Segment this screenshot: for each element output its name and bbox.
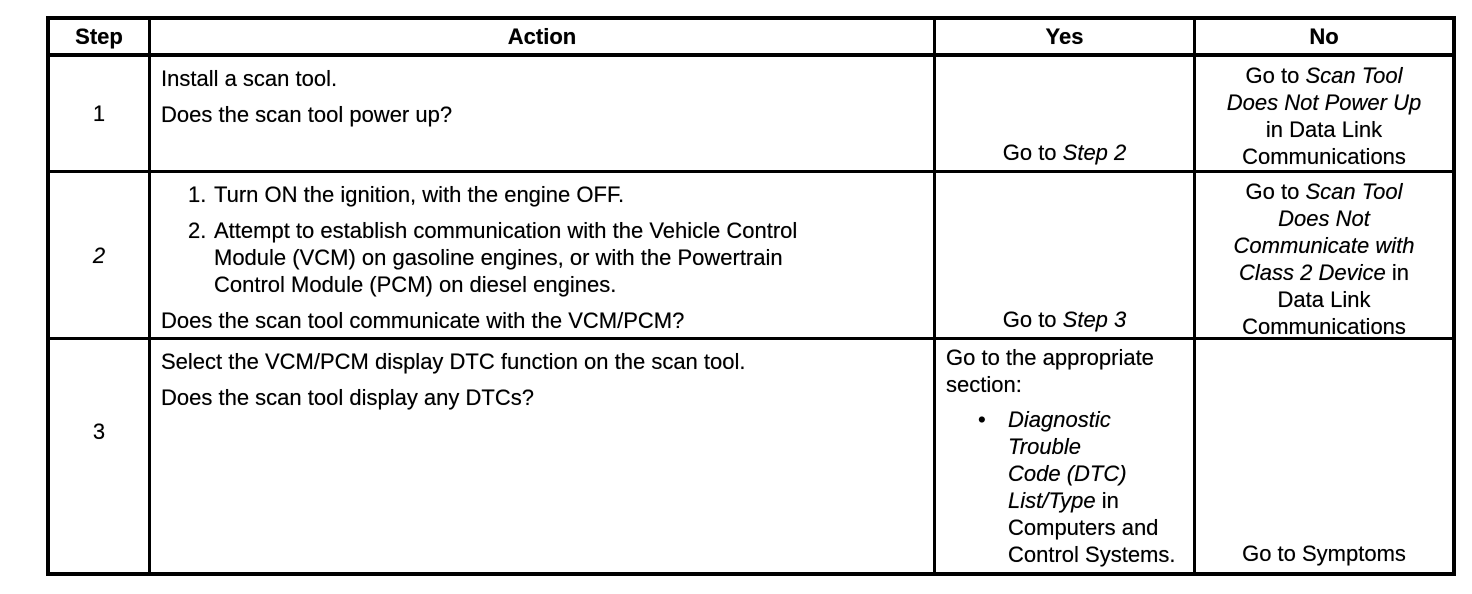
text-block: Go to the appropriate section: xyxy=(946,345,1154,397)
text-block: Select the VCM/PCM display DTC function … xyxy=(161,349,746,374)
text-block: Does the scan tool display any DTCs? xyxy=(161,385,534,410)
text-block: Go to Scan Tool Does Not Communicate wit… xyxy=(1233,179,1415,337)
header-yes: Yes xyxy=(933,20,1193,53)
row3-step-cell: 3 xyxy=(50,337,148,572)
text-block: Go to Step 3 xyxy=(1002,307,1127,332)
diagnostic-table: Step Action Yes No 1 Install a scan tool… xyxy=(46,16,1456,576)
text-block: Install a scan tool. xyxy=(161,66,338,91)
row3-action-cell: Select the VCM/PCM display DTC function … xyxy=(148,337,933,572)
text-block: Go to Step 2 xyxy=(1002,140,1127,165)
row1-step-cell: 1 xyxy=(50,53,148,170)
row2-step-cell: 2 xyxy=(50,170,148,337)
row2-action-cell: 1.Turn ON the ignition, with the engine … xyxy=(148,170,933,337)
list-marker: • xyxy=(978,407,986,432)
text-block: Does the scan tool communicate with the … xyxy=(161,308,685,333)
header-no: No xyxy=(1193,20,1452,53)
text-block: 2 xyxy=(92,242,106,268)
row3-yes-cell: Go to the appropriate section: •Diagnosti… xyxy=(933,337,1193,572)
list-item: 2.Attempt to establish communication wit… xyxy=(188,218,798,297)
text-block: Does the scan tool power up? xyxy=(161,102,453,127)
text-block: 1 xyxy=(92,101,106,126)
text-block: Go to Scan Tool Does Not Power Up in Dat… xyxy=(1226,63,1422,169)
list-item: 1.Turn ON the ignition, with the engine … xyxy=(188,182,625,207)
row3-no-cell: Go to Symptoms xyxy=(1193,337,1452,572)
header-action: Action xyxy=(148,20,933,53)
text-block: Go to Symptoms xyxy=(1242,541,1406,566)
text-block: 3 xyxy=(92,419,106,444)
row2-yes-cell: Go to Step 3 xyxy=(933,170,1193,337)
row2-no-cell: Go to Scan Tool Does Not Communicate wit… xyxy=(1193,170,1452,337)
list-marker: 2. xyxy=(188,218,207,243)
row1-yes-cell: Go to Step 2 xyxy=(933,53,1193,170)
row1-action-cell: Install a scan tool. Does the scan tool p… xyxy=(148,53,933,170)
list-item: •Diagnostic Trouble Code (DTC) List/Type… xyxy=(978,407,1176,567)
list-marker: 1. xyxy=(188,182,207,207)
header-step: Step xyxy=(75,24,123,49)
row1-no-cell: Go to Scan Tool Does Not Power Up in Dat… xyxy=(1193,53,1452,170)
